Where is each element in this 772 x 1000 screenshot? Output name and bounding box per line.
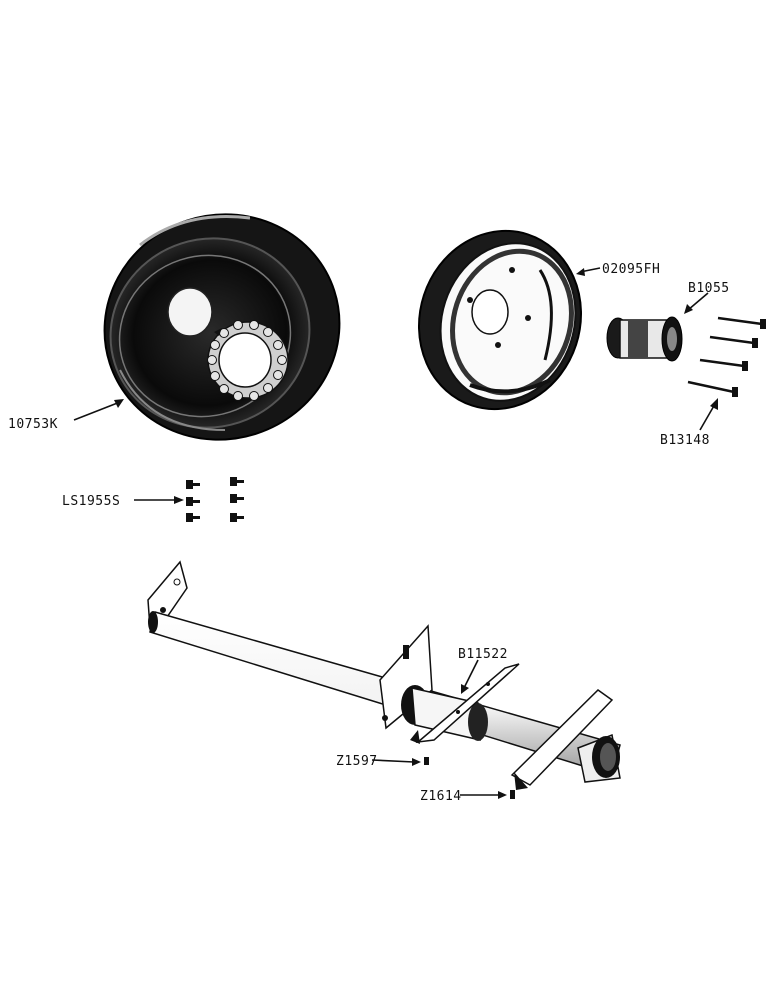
bolt-2 <box>709 335 758 348</box>
wheel-rim-10753K <box>103 213 341 441</box>
wheel-disc-02095FH <box>417 229 583 411</box>
bolt-4 <box>687 380 738 397</box>
label-bolt: B13148 <box>660 433 710 448</box>
bolts-B13148 <box>687 316 766 397</box>
screws-LS1955S <box>186 477 244 522</box>
leader-lines <box>73 267 718 799</box>
axle-assembly <box>147 560 621 799</box>
label-bracket: B11522 <box>458 647 508 662</box>
label-screws: LS1955S <box>62 494 120 509</box>
label-fitting-b: Z1614 <box>420 789 462 804</box>
hub-sleeve-B1055 <box>606 316 683 362</box>
bolt-1 <box>717 316 766 329</box>
label-hub-sleeve: B1055 <box>688 281 730 296</box>
label-wheel-rim: 10753K <box>8 417 58 432</box>
label-fitting-a: Z1597 <box>336 754 378 769</box>
part-labels: 10753K 02095FH B1055 B13148 LS1955S B115… <box>8 262 730 804</box>
bolt-3 <box>699 358 748 371</box>
label-wheel-disc: 02095FH <box>602 262 660 277</box>
